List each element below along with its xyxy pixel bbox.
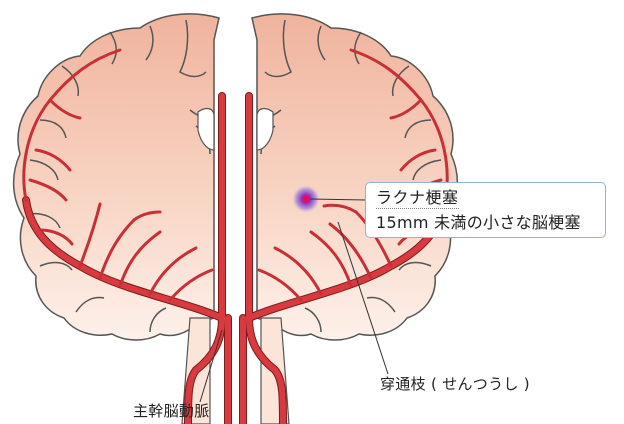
- right-ventricle: [256, 107, 274, 151]
- lesion-core: [302, 195, 310, 203]
- brainstem: [181, 317, 290, 424]
- left-hemisphere: [12, 13, 220, 341]
- leader-lines: [199, 198, 389, 403]
- callout-title: ラクナ梗塞: [376, 188, 459, 209]
- right-hemisphere: [251, 13, 459, 341]
- perforating-branch-label: 穿通枝 ( せんつうし ): [380, 375, 530, 393]
- main-cerebral-artery-label: 主幹脳動脈: [133, 402, 210, 420]
- callout-description: 15mm 未満の小さな脳梗塞: [376, 213, 581, 232]
- lacunar-infarct-callout: ラクナ梗塞 15mm 未満の小さな脳梗塞: [365, 182, 606, 238]
- left-ventricle: [197, 107, 215, 151]
